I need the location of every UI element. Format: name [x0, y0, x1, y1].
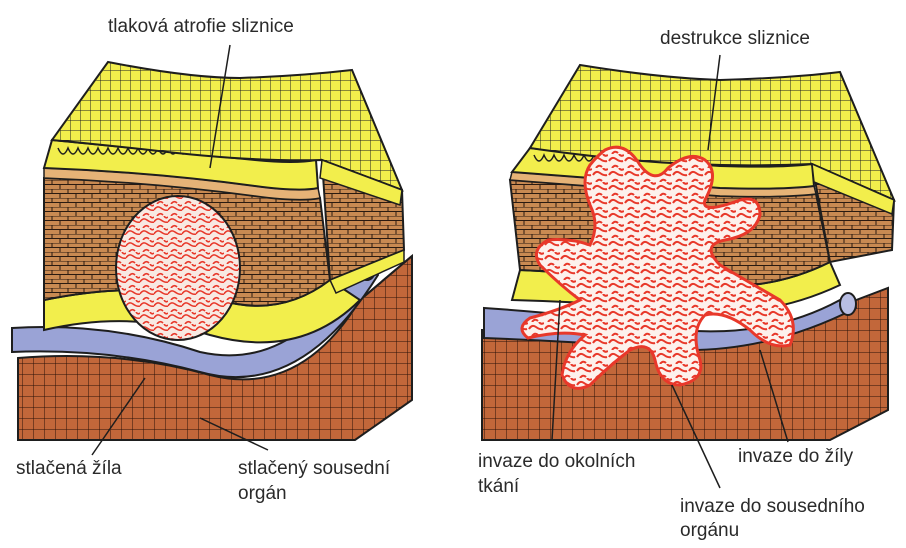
label-compressed-organ-line1: stlačený sousední [238, 456, 390, 481]
left-benign-tumor [116, 196, 240, 340]
label-mucosa-destruction: destrukce sliznice [660, 26, 810, 51]
label-tissue-invasion-line2: tkání [478, 474, 519, 499]
left-panel-illustration [12, 45, 412, 455]
label-organ-invasion-line2: orgánu [680, 518, 739, 543]
label-tissue-invasion-line1: invaze do okolních [478, 449, 635, 474]
label-vein-invasion: invaze do žíly [738, 444, 853, 469]
label-organ-invasion-line1: invaze do sousedního [680, 494, 865, 519]
label-pressure-atrophy: tlaková atrofie sliznice [108, 14, 294, 39]
label-compressed-vein: stlačená žíla [16, 456, 122, 481]
right-panel-illustration [482, 55, 894, 488]
label-compressed-organ-line2: orgán [238, 481, 287, 506]
